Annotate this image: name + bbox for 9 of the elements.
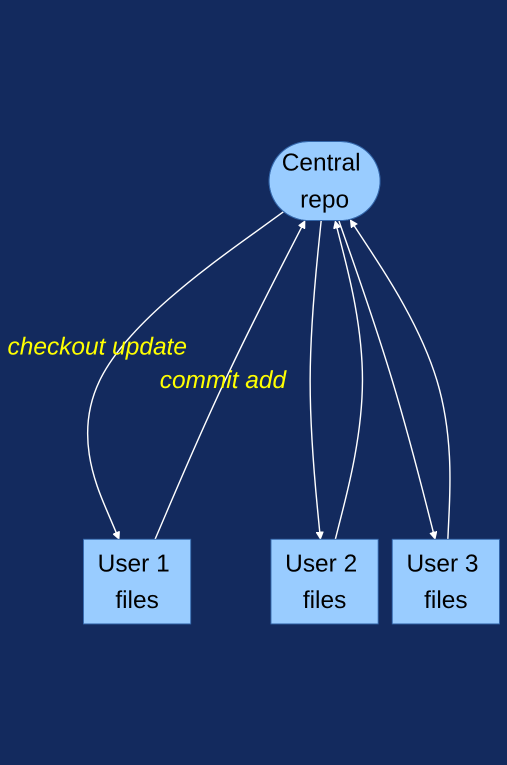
arrow — [350, 219, 451, 540]
node-box: User 1 files — [83, 538, 192, 624]
arrow — [333, 220, 364, 540]
arrow — [309, 220, 324, 540]
node-box: User 2 files — [270, 538, 379, 624]
arrow — [87, 210, 284, 540]
arrow — [154, 220, 306, 540]
node-box: User 3 files — [392, 538, 500, 624]
arrow — [338, 220, 438, 540]
